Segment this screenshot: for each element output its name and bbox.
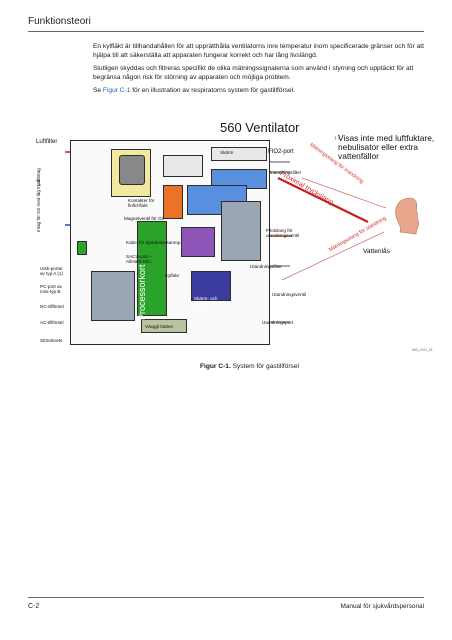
turbine-core <box>119 155 145 185</box>
manual-title: Manual för sjukvårdspersonal <box>340 603 424 610</box>
label-intag-o2: Intag för O2 med låg tryck <box>36 179 41 232</box>
green-strip <box>77 241 87 255</box>
label-fio2-port: FIO2-port <box>268 149 294 155</box>
label-kontakter: Kontakter för fiofld-flakt <box>128 198 155 209</box>
gas-delivery-diagram: 560 Ventilator Luftfilter Luftintag Inta… <box>30 120 434 360</box>
label-skarm: Skärm <box>220 150 234 155</box>
label-kabel: Kabel för sjukskötarsanrop <box>126 240 181 245</box>
grey-module <box>221 201 261 261</box>
label-display: Skärm- och grafikkort <box>194 296 218 307</box>
label-vattenlas: Vattenlås <box>363 248 391 255</box>
label-kylfakt: Kylfakt <box>165 273 179 278</box>
processor-board <box>137 221 167 316</box>
figure-code: 560_0101_01 <box>412 348 433 352</box>
power-supply <box>91 271 135 321</box>
display-board <box>191 271 231 301</box>
label-inandningsfilter: Inandningsfilter <box>270 170 302 175</box>
orange-block <box>163 185 183 219</box>
sensor-cluster <box>187 185 247 215</box>
label-sacu: SACU-port – Allmänt-rörl... <box>126 254 154 265</box>
purple-sensor <box>181 227 215 257</box>
label-utsk-portar: Utsk-portar av typ A (1) <box>40 266 63 277</box>
label-processorkort: Processorkort <box>137 264 147 320</box>
fan-block <box>163 155 203 177</box>
label-pc-port: PC-port av mini-typ B <box>40 284 62 295</box>
label-utandningsfilter: Utandningsfilter <box>250 264 282 269</box>
figure-ref-suffix: för en illustration av respiratorns syst… <box>130 87 295 94</box>
label-magnetventil: Magnetventil för O2 <box>124 216 165 221</box>
note-not-shown: Visas inte med luftfuktare, nebulisator … <box>338 133 435 161</box>
label-dc-tillforsel: DC-tillförsel <box>40 304 64 309</box>
caption-label: Figur C-1. <box>200 363 231 370</box>
footer-divider <box>28 597 424 598</box>
figure-title: 560 Ventilator <box>220 120 300 135</box>
figure-caption: Figur C-1. System för gastillförsel <box>200 363 299 370</box>
patient-head-icon <box>395 197 419 235</box>
figure-ref-prefix: Se <box>93 87 103 94</box>
ventilator-enclosure <box>70 140 270 345</box>
page-header-title: Funktionsteori <box>28 16 91 27</box>
screen-block <box>211 147 267 161</box>
page-number: C-2 <box>28 603 40 610</box>
label-vaxgg-batten: Växggl batten <box>145 324 174 329</box>
figure-link[interactable]: Figur C-1 <box>102 87 131 94</box>
label-utandningsventil: Utandningsventil <box>272 292 306 297</box>
paragraph-cooling-fan: En kylfläkt är tillhandahållen för att u… <box>93 43 424 60</box>
label-luftfilter: Luftfilter <box>36 139 58 145</box>
paragraph-figure-reference: Se Figur C-1 för en illustration av resp… <box>93 86 428 95</box>
label-pilotslang: Pilotslang för utandningsventil <box>266 228 300 239</box>
label-stromkrets: Strömkrets <box>40 338 63 343</box>
paragraph-signal-filtering: Slutligen skyddas och filtreras specifik… <box>93 65 414 82</box>
label-utandningsport: Utandningsport <box>262 320 294 325</box>
header-divider <box>28 31 424 32</box>
label-ac-tillforsel: AC-tillförsel <box>40 320 64 325</box>
battery <box>141 319 187 333</box>
caption-text: System för gastillförsel <box>232 363 299 370</box>
